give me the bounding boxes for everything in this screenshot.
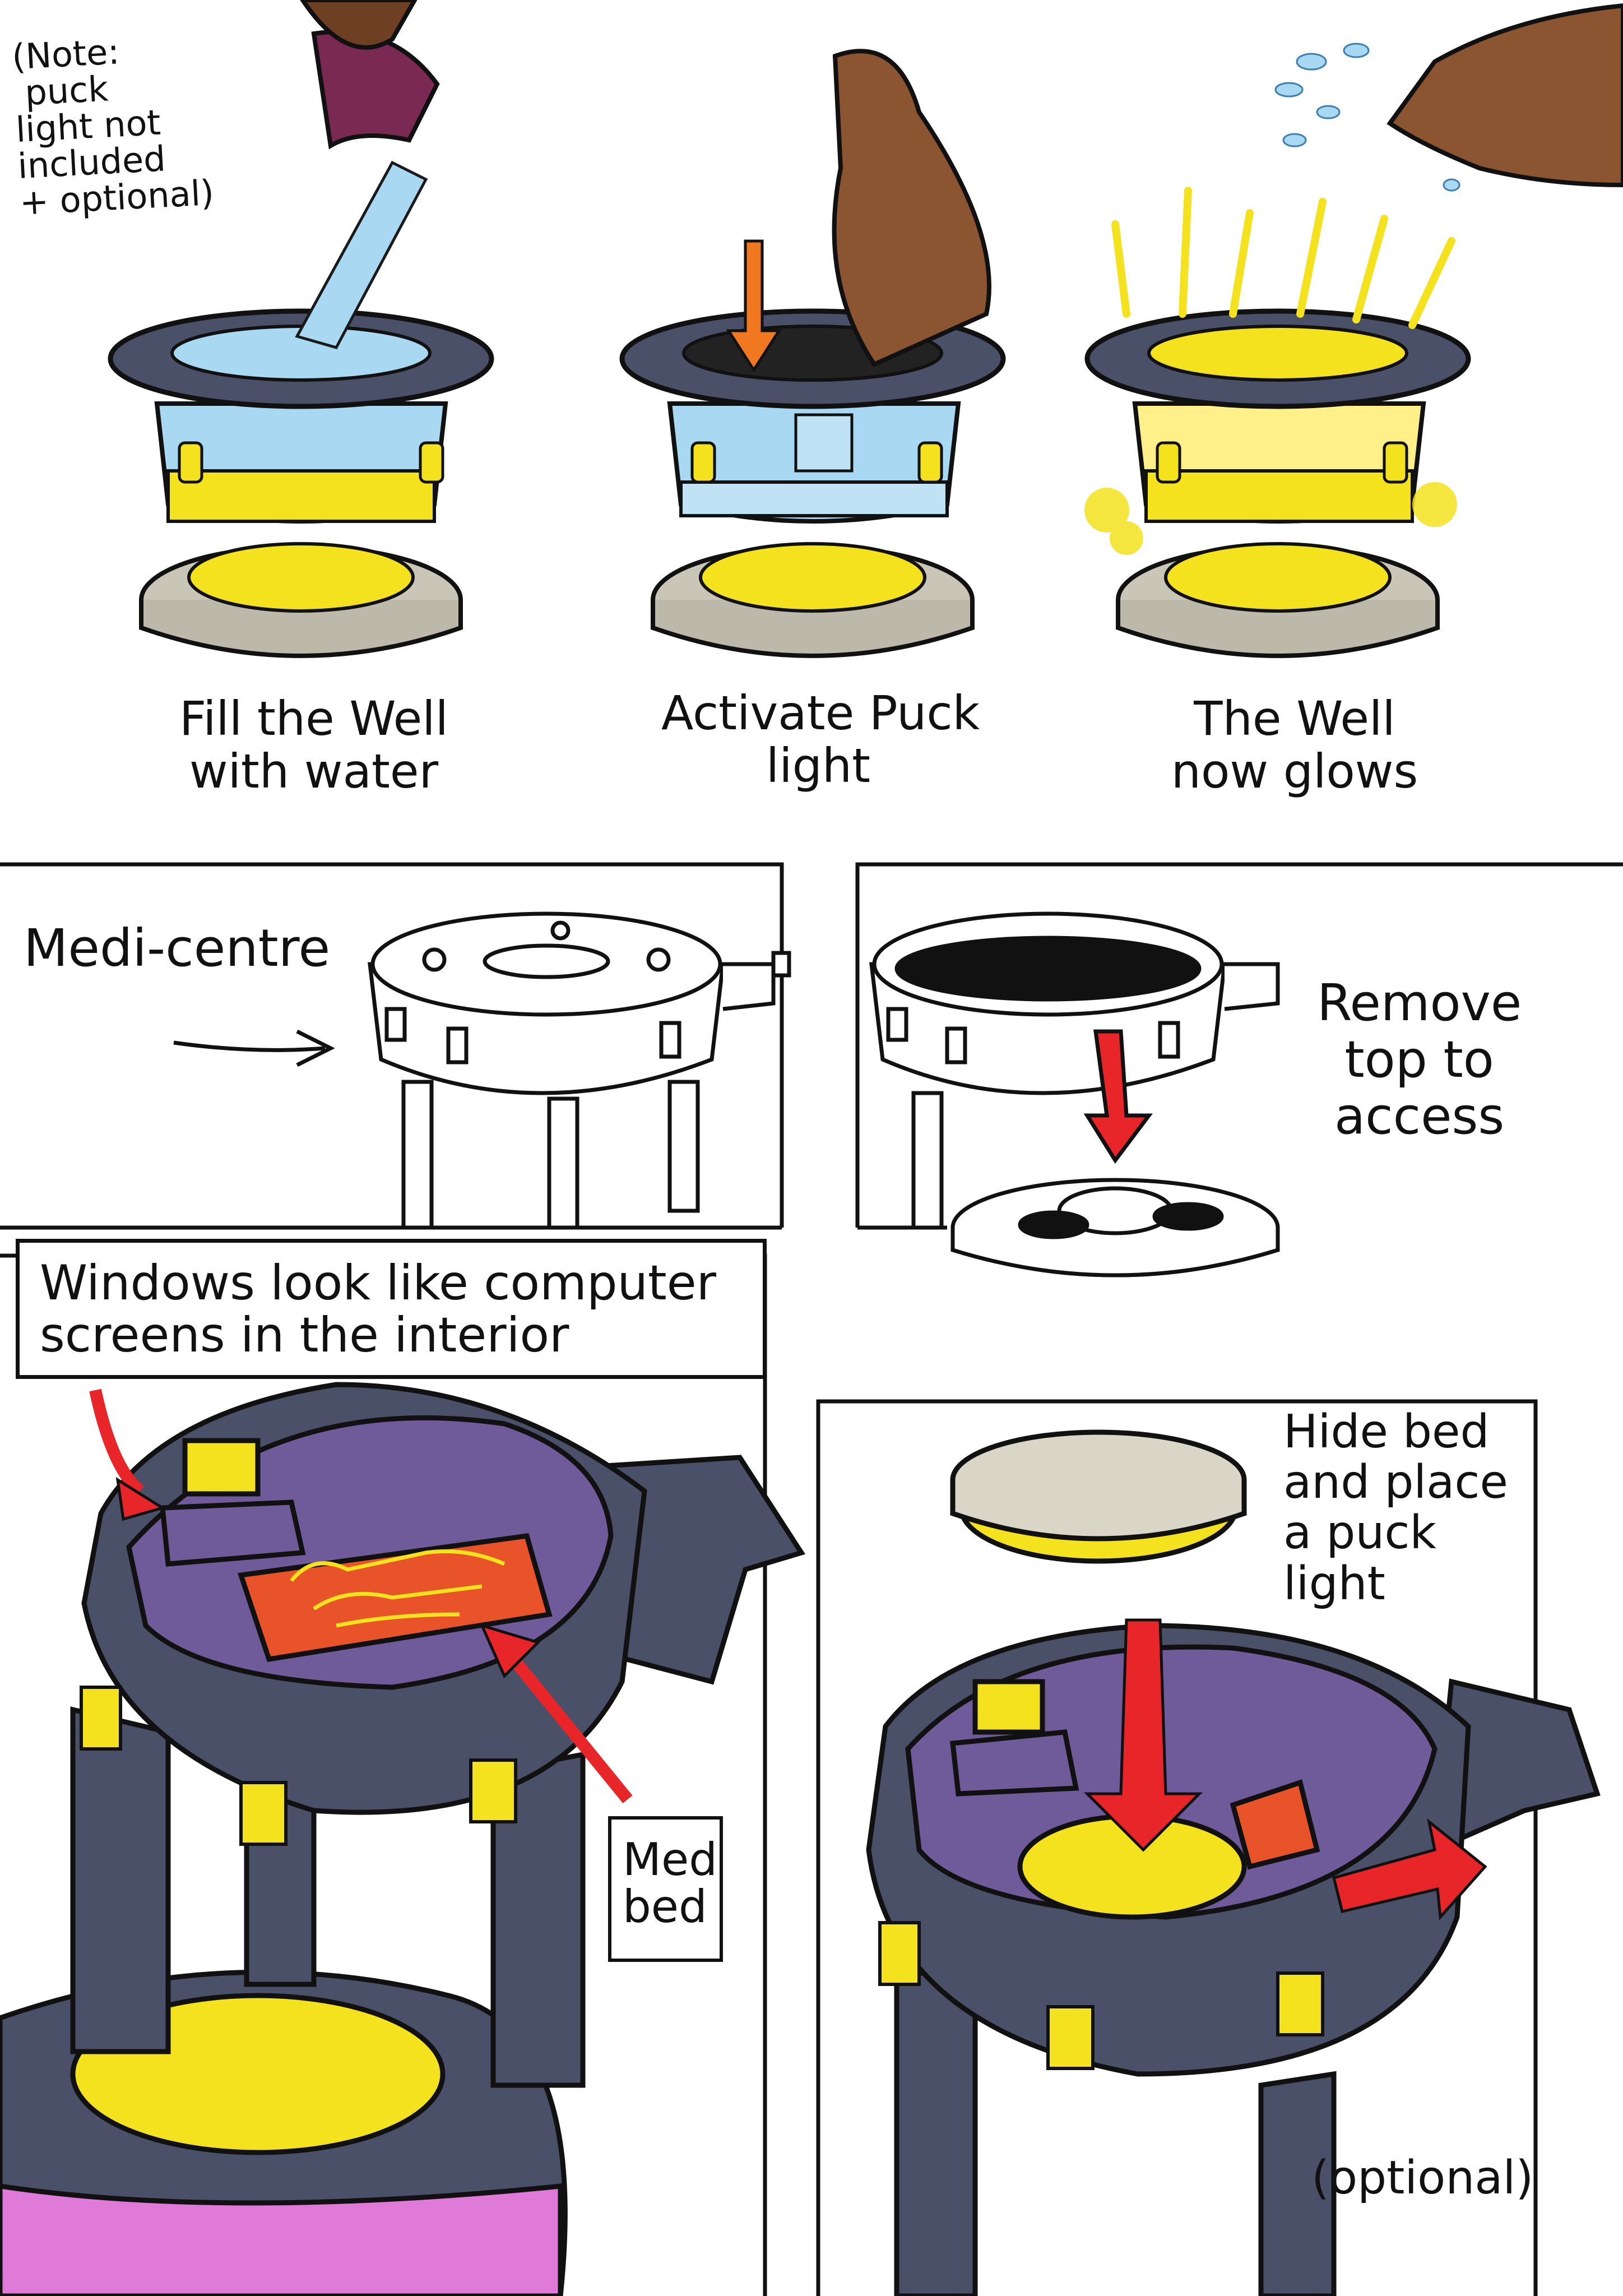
medi-centre-interior: [0, 1382, 806, 2296]
remove-top-drawing: [869, 911, 1280, 1277]
label-windows: Windows look like computer screens in th…: [40, 1255, 717, 1363]
label-hide-bed: Hide bed and place a puck light: [1283, 1405, 1508, 1610]
caption-fill-well: Fill the Well with water: [179, 691, 448, 799]
medi-centre-drawing: [173, 911, 791, 1230]
panel-borders-middle: [0, 862, 1623, 1230]
label-optional: (optional): [1311, 2151, 1534, 2205]
caption-well-glows: The Well now glows: [1171, 691, 1418, 799]
caption-activate-puck: Activate Puck light: [661, 686, 980, 794]
well-fill-water: [108, 0, 494, 658]
note-puck-light: (Note: puck light not included + optiona…: [11, 31, 215, 224]
medi-centre-with-puck: [866, 1429, 1601, 2296]
well-activate-puck: [619, 49, 1006, 658]
well-glows: [1084, 3, 1623, 658]
label-remove-top: Remove top to access: [1317, 974, 1522, 1146]
label-med-bed: Med bed: [623, 1834, 718, 1933]
windows-label-box: Windows look like computer screens in th…: [16, 1239, 767, 1379]
med-bed-label-box: Med bed: [608, 1816, 723, 1962]
label-medi-centre: Medi-centre: [24, 918, 331, 978]
